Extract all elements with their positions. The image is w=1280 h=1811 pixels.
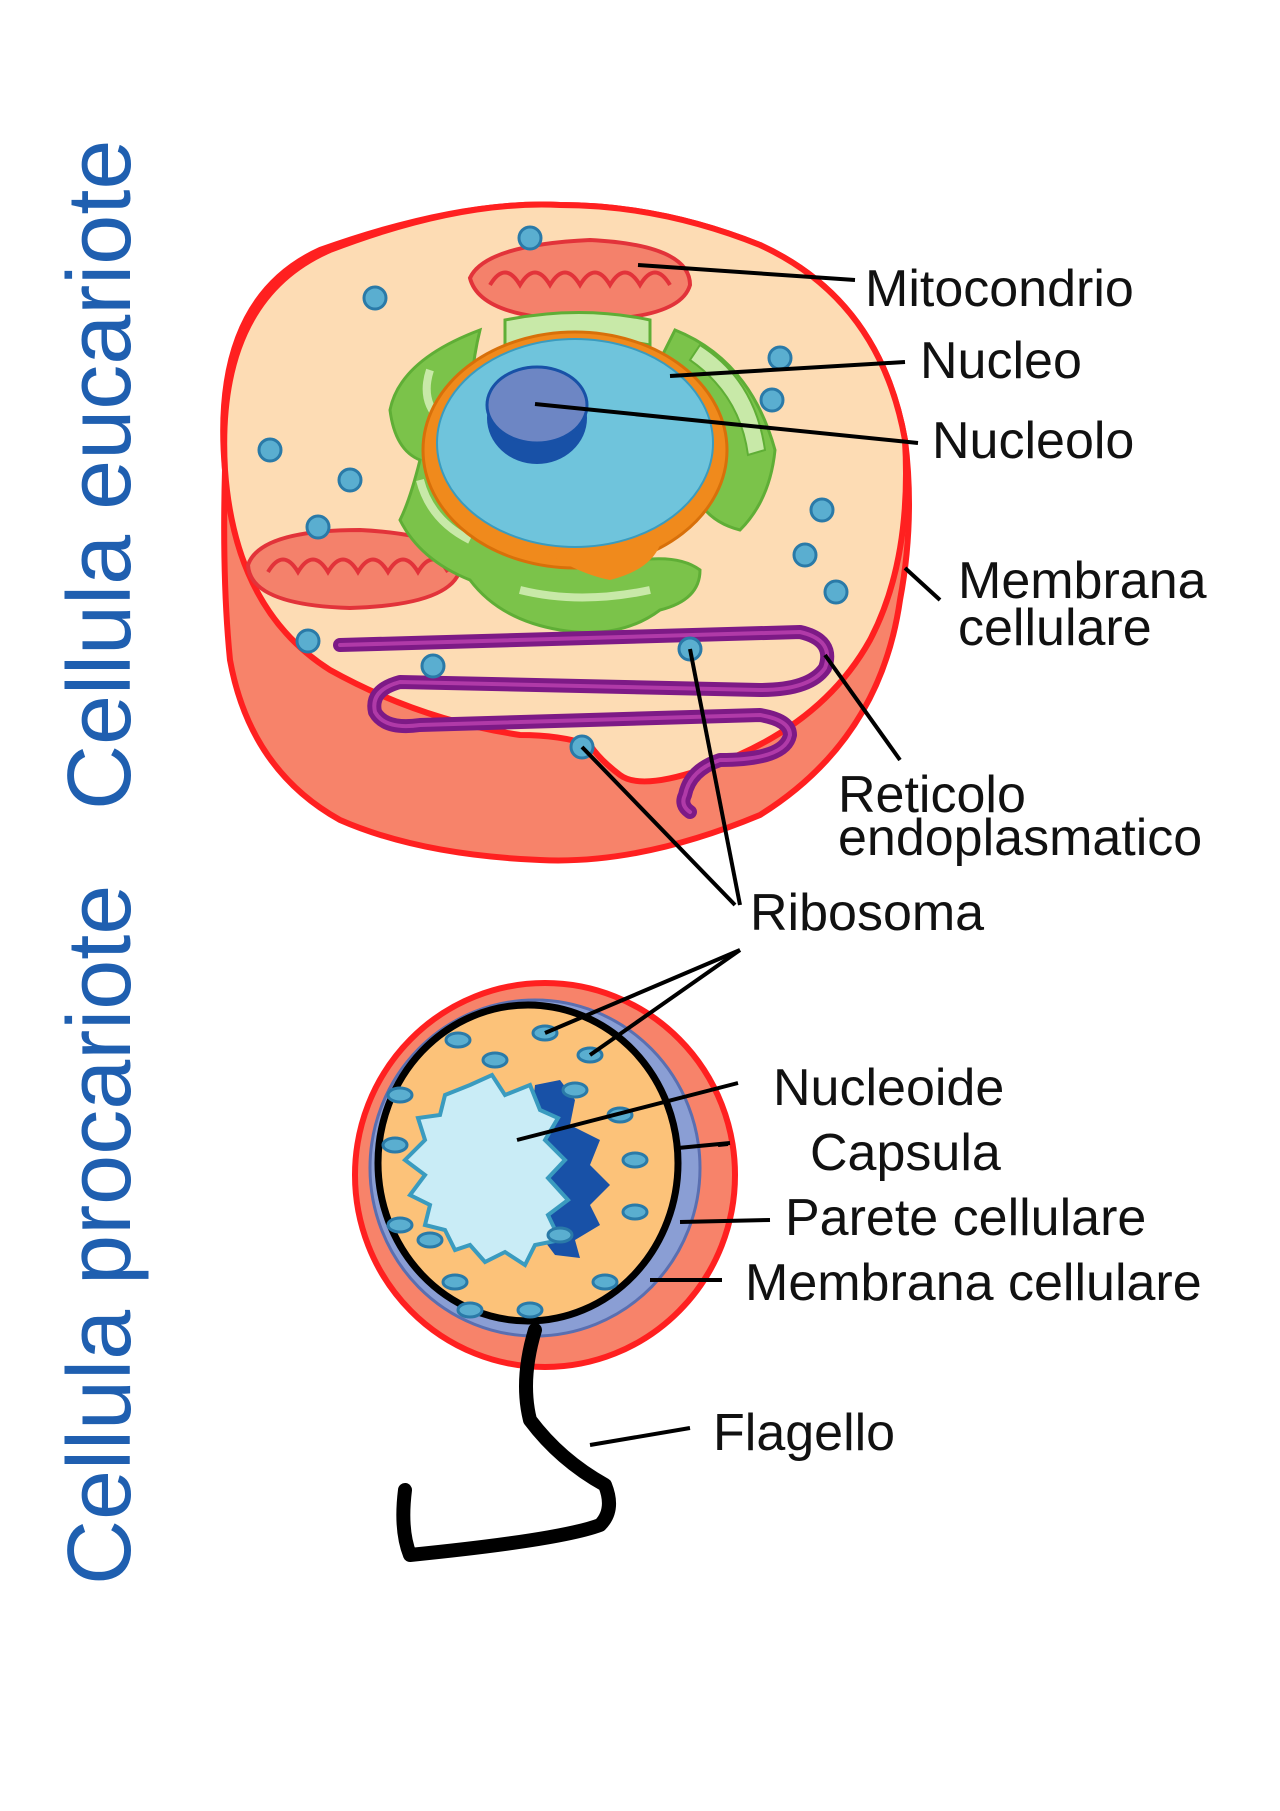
nucleolus [485, 365, 589, 464]
ribosomes-eukaryote [257, 225, 849, 760]
eukaryotic-cell [220, 201, 912, 864]
title-prokaryote: Cellula procariote [50, 885, 150, 1585]
label-cell-membrane-eu-1: Membrana [958, 552, 1207, 610]
label-flagellum: Flagello [713, 1404, 895, 1462]
leader-lines [516, 263, 942, 1447]
label-cell-membrane-eu-2: cellulare [958, 599, 1152, 657]
label-ribosome: Ribosoma [750, 884, 984, 942]
label-nucleoid: Nucleoide [773, 1059, 1004, 1117]
label-nucleus: Nucleo [920, 332, 1082, 390]
label-cell-wall: Parete cellulare [785, 1189, 1146, 1247]
label-er-1: Reticolo [838, 766, 1026, 824]
label-mitochondrion: Mitocondrio [865, 260, 1134, 318]
prokaryotic-cell [352, 980, 738, 1562]
label-cell-membrane-pro: Membrana cellulare [745, 1254, 1202, 1312]
labels: Mitocondrio Nucleo Nucleolo Membrana cel… [713, 260, 1207, 1462]
label-nucleolus: Nucleolo [932, 412, 1134, 470]
label-capsule: Capsula [810, 1124, 1001, 1182]
flagellum [396, 1323, 616, 1562]
mitochondrion-top [467, 237, 693, 323]
label-er-2: endoplasmatico [838, 809, 1202, 867]
title-eukaryote: Cellula eucariote [50, 140, 150, 810]
ribosomes-prokaryote [381, 1024, 649, 1319]
nucleoid [401, 1072, 610, 1268]
